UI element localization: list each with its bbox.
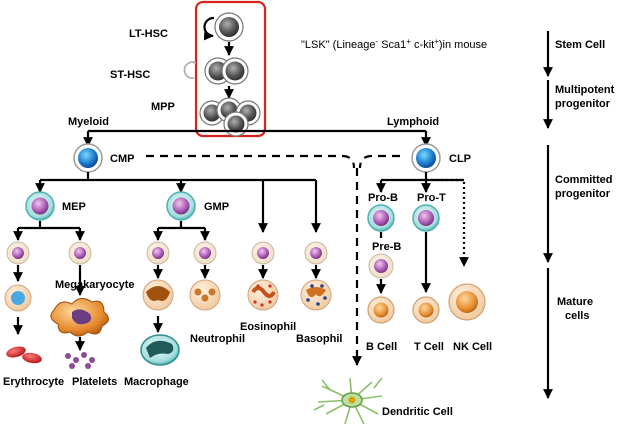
mep-label: MEP	[62, 201, 86, 213]
lt-hsc-label: LT-HSC	[129, 28, 168, 40]
lsk-note: "LSK" (Lineage- Sca1+ c-kit+)in mouse	[301, 37, 487, 51]
dendritic-cell	[313, 377, 383, 425]
cmp-cell	[73, 143, 103, 173]
basophil-cell	[300, 279, 332, 311]
precursor-cells	[6, 241, 328, 265]
nk-cell	[448, 283, 486, 321]
erythroblast-cell	[4, 284, 32, 312]
gmp-label: GMP	[204, 201, 229, 213]
gmp-cell	[166, 191, 196, 221]
stage-mature-1: Mature	[557, 296, 593, 308]
pro-t-label: Pro-T	[417, 192, 446, 204]
gmp-split	[158, 221, 205, 230]
stage-multipotent-2: progenitor	[555, 98, 611, 110]
megakaryocyte-label: Megakaryocyte	[55, 279, 135, 291]
erythrocyte-label: Erythrocyte	[3, 376, 64, 388]
megakaryocyte-cell	[50, 298, 109, 337]
st-hsc-label: ST-HSC	[110, 69, 150, 81]
neutrophil-label: Neutrophil	[190, 333, 245, 345]
clp-label: CLP	[449, 153, 471, 165]
lymphoid-label: Lymphoid	[387, 116, 439, 128]
lymphoid-bus	[381, 172, 464, 182]
stage-stem-cell: Stem Cell	[555, 39, 605, 51]
macrophage-cell	[140, 334, 180, 366]
mep-split	[18, 221, 80, 230]
platelets-label: Platelets	[72, 376, 117, 388]
self-renewal-arrow-icon	[203, 16, 215, 41]
cmp-label: CMP	[110, 153, 134, 165]
pro-b-cell	[367, 204, 395, 232]
dashed-clp-to-dc	[358, 154, 400, 169]
mep-cell	[25, 191, 55, 221]
stage-mature-2: cells	[565, 310, 589, 322]
st-hsc-cells	[204, 57, 249, 85]
pre-b-label: Pre-B	[372, 241, 401, 253]
lt-hsc-cell	[214, 12, 244, 42]
eosinophil-cell	[247, 279, 279, 311]
macrophage-label: Macrophage	[124, 376, 189, 388]
stage-committed-1: Committed	[555, 174, 612, 186]
lsk-highlight-box	[194, 0, 267, 138]
monocyte-cell	[142, 279, 174, 311]
pro-t-cell	[412, 204, 440, 232]
erythrocyte-cells	[6, 346, 42, 364]
myeloid-label: Myeloid	[68, 116, 109, 128]
b-cell	[367, 296, 395, 324]
eosinophil-label: Eosinophil	[240, 321, 296, 333]
dendritic-cell-label: Dendritic Cell	[382, 406, 453, 418]
self-renewal-arrow-faint-icon	[183, 61, 197, 79]
t-cell-label: T Cell	[414, 341, 444, 353]
pro-b-label: Pro-B	[368, 192, 398, 204]
t-cell	[412, 296, 440, 324]
b-cell-label: B Cell	[366, 341, 397, 353]
dashed-cmp-to-dc	[146, 154, 356, 169]
stage-multipotent-1: Multipotent	[555, 84, 615, 96]
stage-committed-2: progenitor	[555, 188, 611, 200]
clp-cell	[411, 143, 441, 173]
dotted-arrow-to-nk	[426, 178, 469, 267]
neutrophil-cell	[189, 279, 221, 311]
nk-cell-label: NK Cell	[453, 341, 492, 353]
platelet-cells	[65, 352, 95, 369]
mpp-label: MPP	[151, 101, 175, 113]
basophil-label: Basophil	[296, 333, 342, 345]
pre-b-cell	[368, 253, 394, 279]
